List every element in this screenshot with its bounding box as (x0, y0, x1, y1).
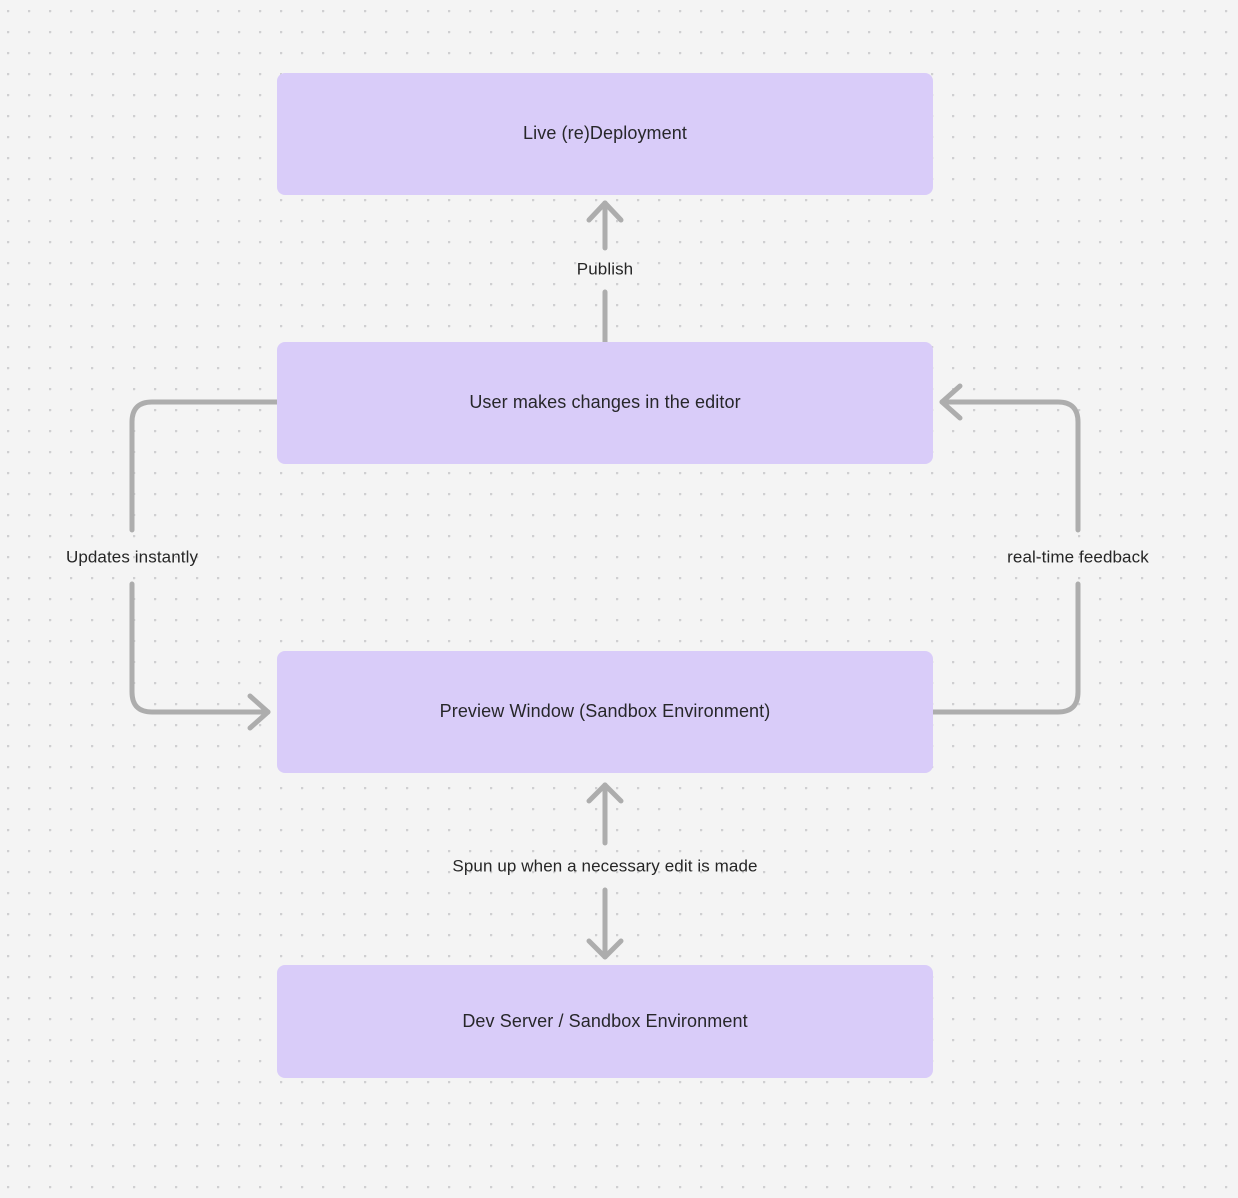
node-label: Dev Server / Sandbox Environment (462, 1010, 748, 1031)
edge-label-updates-instantly: Updates instantly (65, 547, 199, 567)
node-dev-server[interactable]: Dev Server / Sandbox Environment (277, 965, 933, 1078)
arrowhead-right-icon (247, 693, 271, 731)
node-label: Live (re)Deployment (523, 123, 687, 144)
arrowhead-left-icon (939, 383, 963, 421)
node-live-deployment[interactable]: Live (re)Deployment (277, 73, 933, 195)
edge-label-spun-up: Spun up when a necessary edit is made (452, 856, 758, 876)
node-label: User makes changes in the editor (469, 392, 741, 413)
node-preview-window[interactable]: Preview Window (Sandbox Environment) (277, 651, 933, 773)
node-user-edits[interactable]: User makes changes in the editor (277, 342, 933, 464)
edge-label-real-time-feedback: real-time feedback (1007, 547, 1149, 567)
node-label: Preview Window (Sandbox Environment) (439, 701, 771, 722)
arrowhead-down-icon (586, 938, 624, 960)
arrowhead-up-icon (586, 200, 624, 223)
arrowhead-up-icon (586, 782, 624, 804)
edge-label-publish: Publish (576, 259, 634, 279)
